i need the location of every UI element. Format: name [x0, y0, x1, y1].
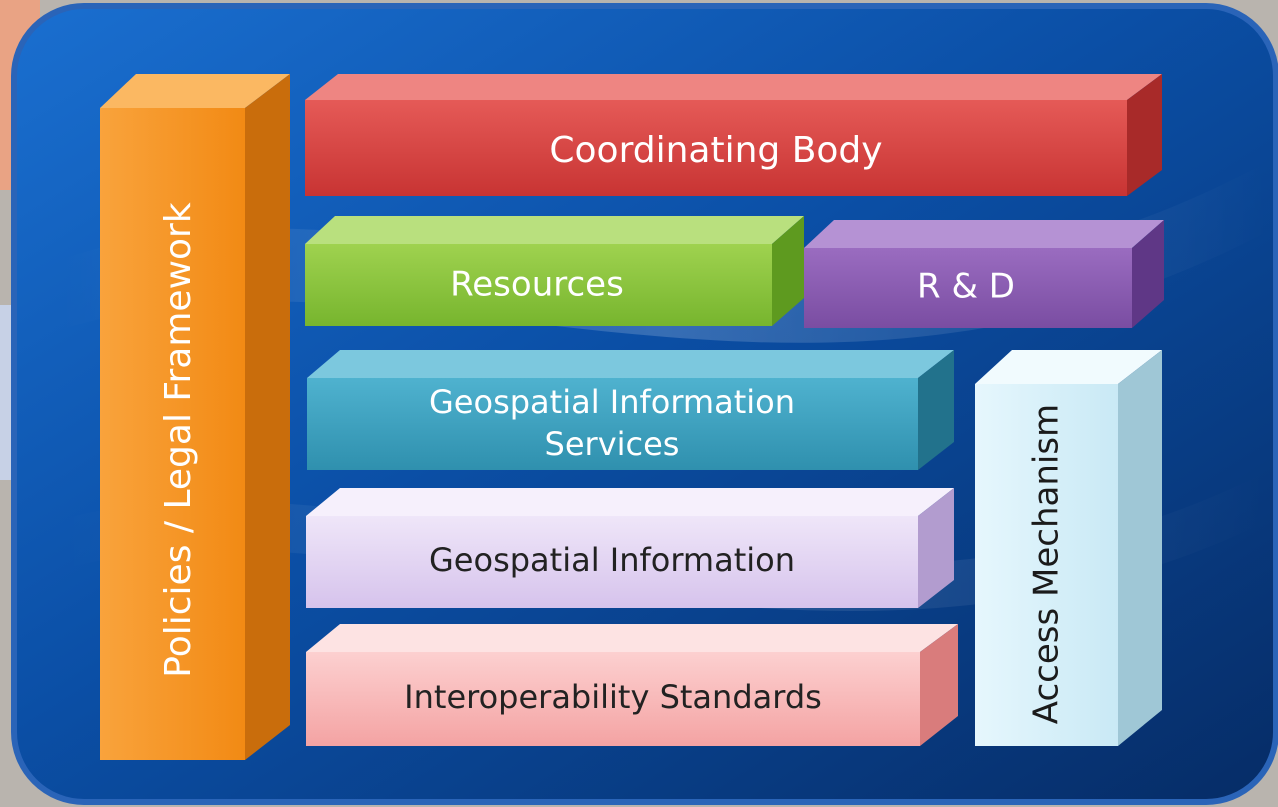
r-and-d-block: R & D: [804, 220, 1164, 328]
interoperability-standards-block: Interoperability Standards: [306, 624, 958, 746]
r-and-d-label: R & D: [917, 267, 1015, 307]
resources-label: Resources: [450, 265, 624, 305]
geospatial-information-services-label-line2: Services: [545, 425, 680, 463]
geospatial-information-services-block: Geospatial Information Services: [307, 350, 954, 470]
interoperability-standards-label: Interoperability Standards: [404, 678, 822, 716]
resources-block: Resources: [305, 216, 804, 326]
geospatial-information-services-label-line1: Geospatial Information: [429, 383, 795, 421]
access-mechanism-label: Access Mechanism: [1027, 404, 1067, 724]
access-mechanism-block: Access Mechanism: [975, 350, 1162, 746]
policies-legal-framework-block: Policies / Legal Framework: [100, 74, 290, 760]
coordinating-body-block: Coordinating Body: [305, 74, 1162, 196]
geospatial-information-block: Geospatial Information: [306, 488, 954, 608]
policies-legal-framework-label: Policies / Legal Framework: [158, 202, 199, 678]
panel-light-wave: [60, 470, 1270, 611]
geospatial-information-label: Geospatial Information: [429, 541, 795, 579]
coordinating-body-label: Coordinating Body: [549, 130, 882, 171]
